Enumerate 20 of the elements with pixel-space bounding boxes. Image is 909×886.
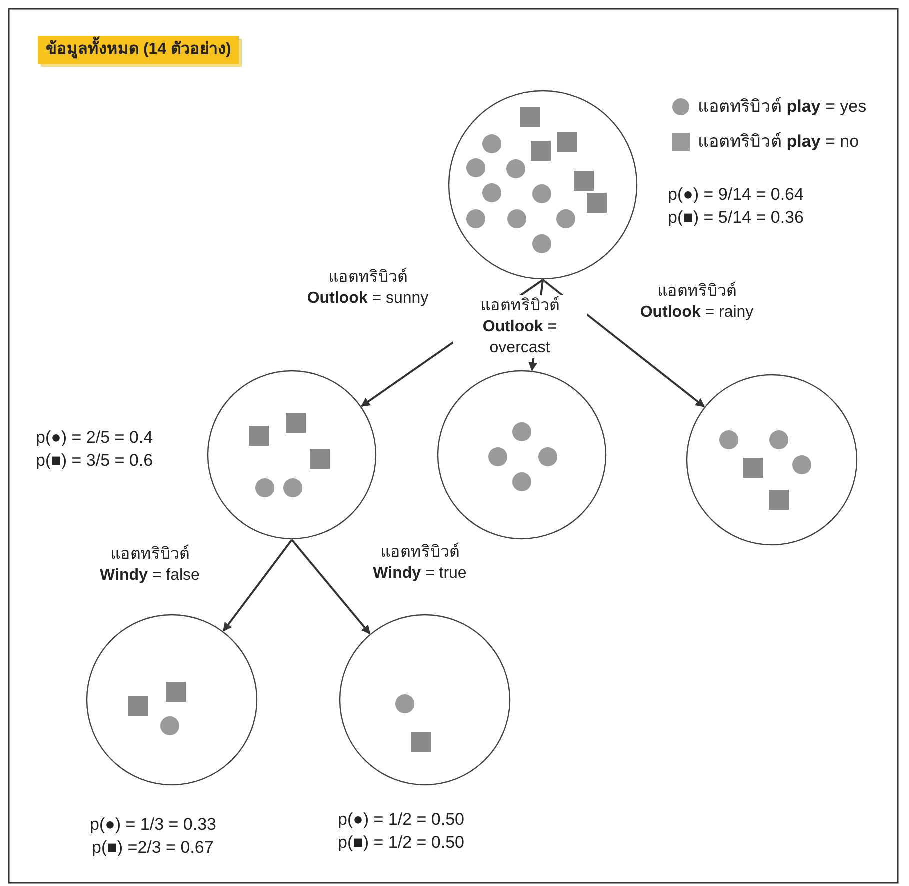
sample-circle — [686, 374, 858, 546]
title-badge: ข้อมูลทั้งหมด (14 ตัวอย่าง) — [38, 36, 240, 64]
probability-text: p(■) = 1/2 = 0.50 — [338, 833, 465, 853]
probability-text: p(●) = 2/5 = 0.4 — [36, 428, 154, 448]
sample-circle — [339, 614, 511, 786]
sample-circle — [207, 370, 377, 540]
probability-text: p(■) = 3/5 = 0.6 — [36, 451, 154, 471]
probability-text: p(●) = 1/3 = 0.33 — [90, 815, 217, 835]
arrow — [222, 539, 293, 632]
legend-text: แอตทริบิวต์ play = yes — [698, 97, 867, 117]
edge-label: แอตทริบิวต์ Outlook = overcast — [453, 296, 587, 358]
sample-circle — [86, 614, 258, 786]
probability-text: p(●) = 1/2 = 0.50 — [338, 810, 465, 830]
sample-circle — [448, 90, 638, 280]
probability-text: p(■) = 5/14 = 0.36 — [668, 208, 804, 228]
arrow — [291, 539, 371, 635]
legend-text: แอตทริบิวต์ play = no — [698, 132, 860, 152]
probability-text: p(●) = 9/14 = 0.64 — [668, 185, 804, 205]
probability-text: p(■) =2/3 = 0.67 — [92, 838, 214, 858]
sample-circle — [437, 370, 607, 540]
